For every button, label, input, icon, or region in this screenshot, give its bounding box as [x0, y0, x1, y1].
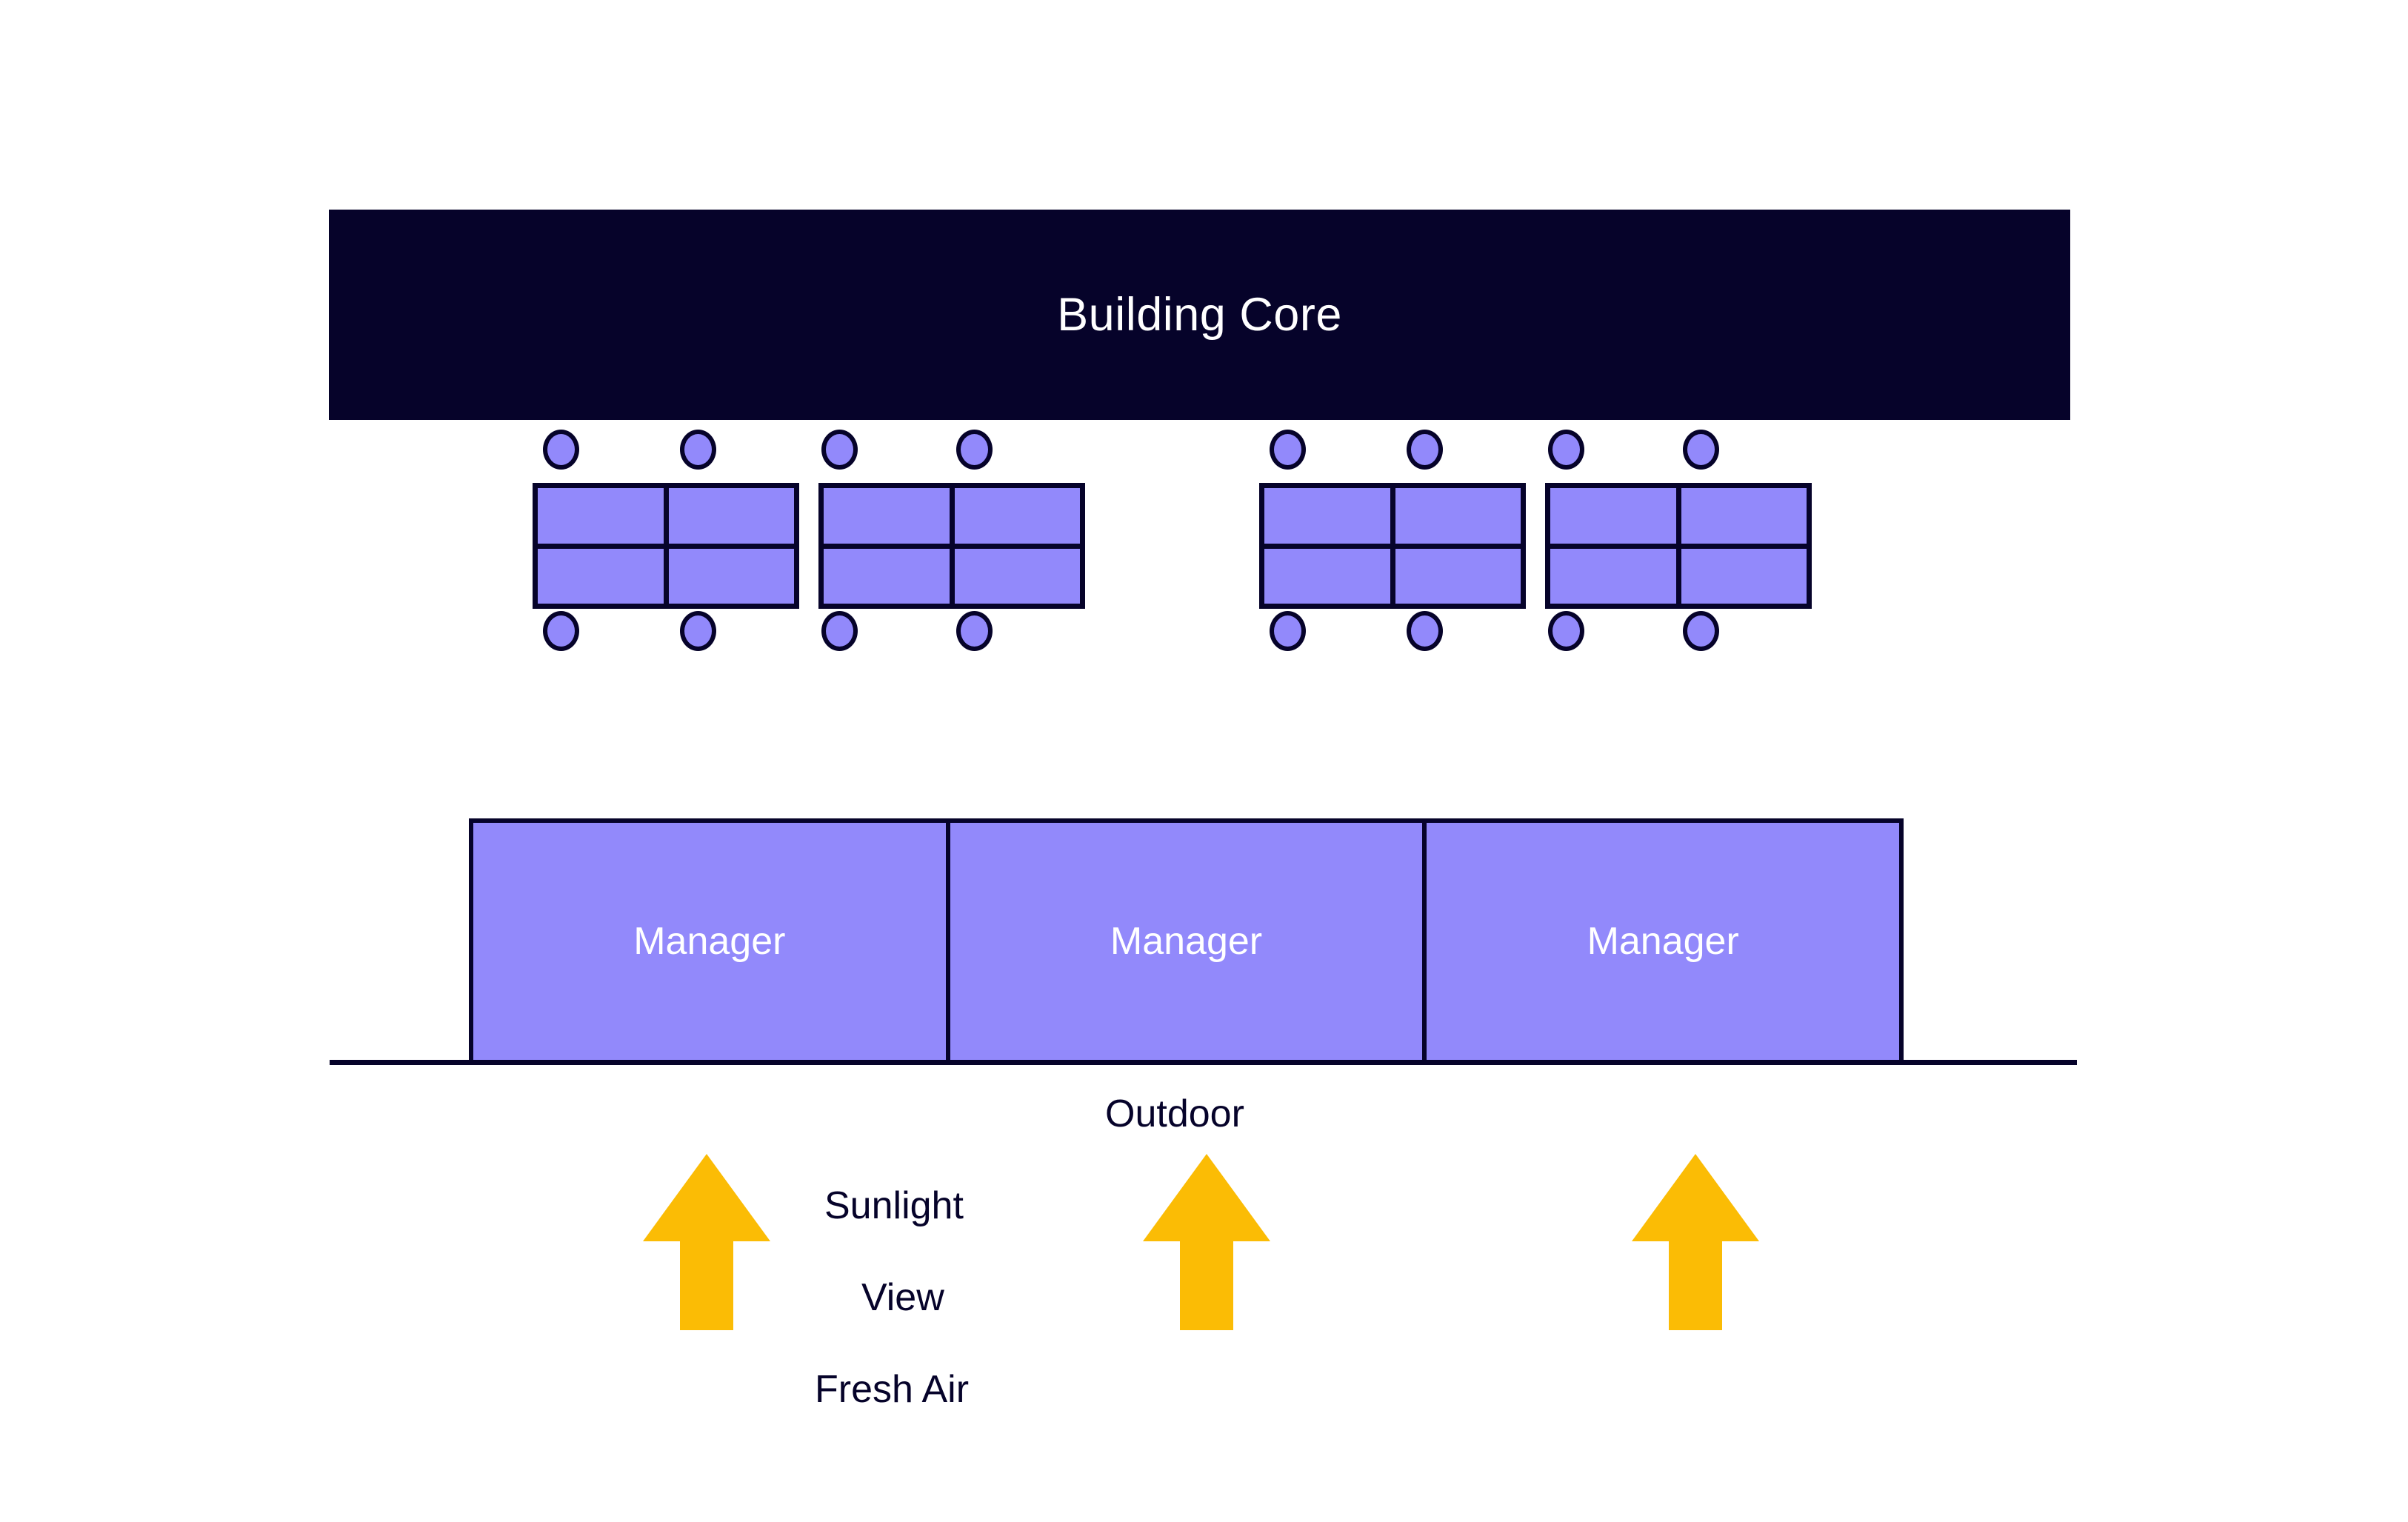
benefit-label-sunlight: Sunlight	[824, 1184, 964, 1227]
chair-row-bottom	[533, 611, 1085, 654]
building-core-label: Building Core	[1057, 288, 1342, 341]
desk	[668, 488, 794, 544]
chair-icon	[1270, 430, 1306, 470]
chair-row-bottom	[1259, 611, 1812, 654]
desk-block	[1545, 483, 1812, 609]
manager-office-label: Manager	[1587, 920, 1739, 963]
desk	[954, 488, 1080, 544]
manager-office-label: Manager	[1110, 920, 1263, 963]
desk	[1264, 488, 1390, 544]
desk	[538, 548, 664, 604]
benefit-label-view: View	[861, 1276, 944, 1319]
chair-icon	[956, 430, 993, 470]
benefit-label-fresh-air: Fresh Air	[815, 1368, 970, 1411]
up-arrow-icon	[643, 1154, 770, 1330]
chair-icon	[1683, 430, 1719, 470]
manager-office-label: Manager	[633, 920, 786, 963]
desk	[824, 548, 950, 604]
facade-ground-line	[330, 1060, 2077, 1065]
chair-icon	[1270, 611, 1306, 651]
desk	[1395, 488, 1521, 544]
chair-icon	[956, 611, 993, 651]
manager-office: Manager	[950, 823, 1423, 1060]
desk	[954, 548, 1080, 604]
desk	[668, 548, 794, 604]
chair-icon	[1407, 430, 1443, 470]
desk	[1550, 548, 1676, 604]
outdoor-label: Outdoor	[1105, 1092, 1244, 1135]
desk	[1681, 488, 1807, 544]
chair-icon	[680, 430, 716, 470]
desk-block	[533, 483, 799, 609]
up-arrow-icon	[1143, 1154, 1270, 1330]
chair-icon	[1548, 611, 1584, 651]
chair-icon	[821, 430, 858, 470]
desk-block	[818, 483, 1085, 609]
desk	[1395, 548, 1521, 604]
chair-icon	[680, 611, 716, 651]
chair-icon	[543, 611, 579, 651]
chair-icon	[1548, 430, 1584, 470]
desk-block	[1259, 483, 1526, 609]
chair-row-top	[1259, 430, 1812, 473]
chair-row-top	[533, 430, 1085, 473]
desk	[1550, 488, 1676, 544]
manager-office-row: Manager Manager Manager	[469, 818, 1904, 1064]
desk	[1681, 548, 1807, 604]
manager-office: Manager	[1427, 823, 1900, 1060]
manager-office: Manager	[473, 823, 946, 1060]
chair-icon	[821, 611, 858, 651]
chair-icon	[1683, 611, 1719, 651]
desk	[824, 488, 950, 544]
building-core-block: Building Core	[329, 210, 2070, 420]
chair-icon	[1407, 611, 1443, 651]
chair-icon	[543, 430, 579, 470]
up-arrow-icon	[1632, 1154, 1759, 1330]
desk	[1264, 548, 1390, 604]
desk	[538, 488, 664, 544]
